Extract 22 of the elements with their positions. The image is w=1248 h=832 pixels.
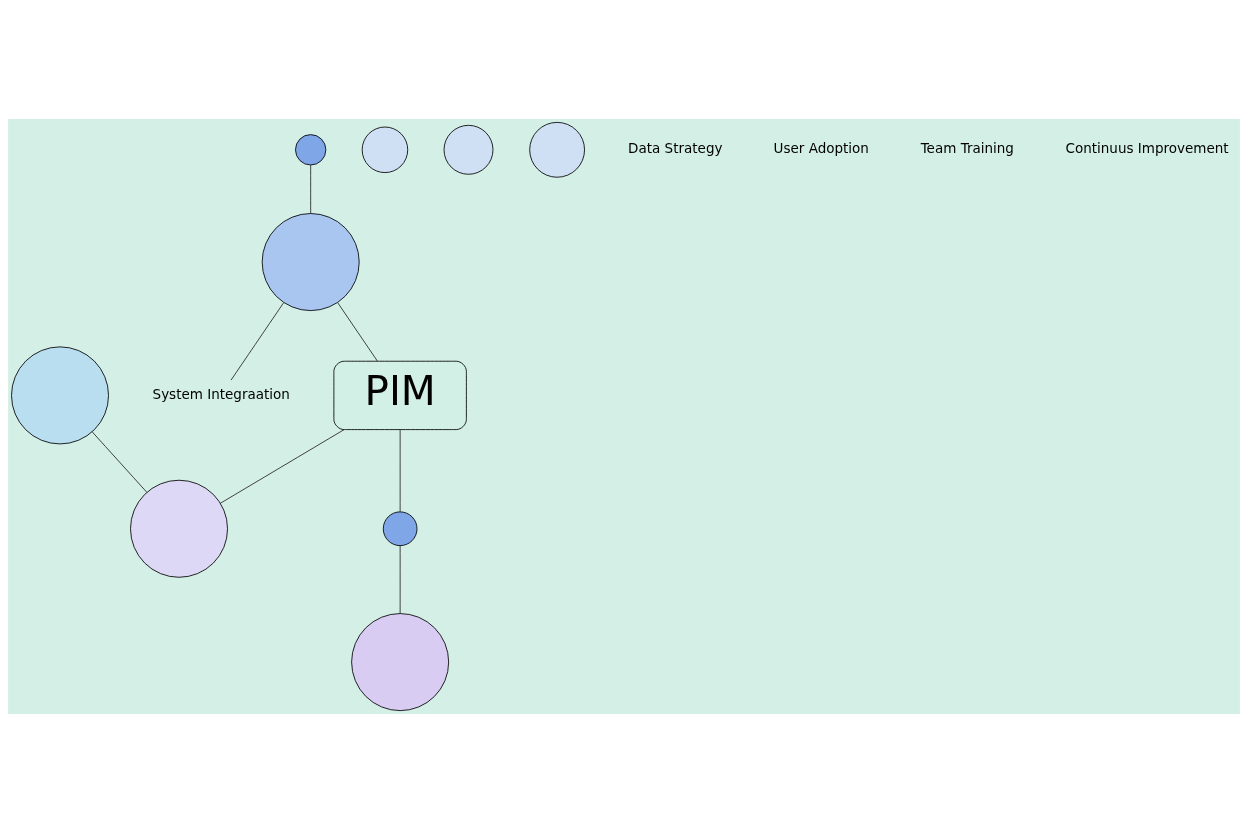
- label: User Adoption: [773, 139, 869, 156]
- node-circle: [351, 612, 450, 711]
- connector: [219, 428, 345, 504]
- connector: [399, 428, 401, 512]
- node-circle: [443, 124, 494, 175]
- node-text: System Integraation: [152, 385, 290, 402]
- connector: [337, 301, 378, 361]
- connector: [230, 301, 284, 381]
- node-circle: [382, 510, 418, 546]
- connector: [399, 544, 401, 614]
- label: Data Strategy: [628, 139, 723, 156]
- connector: [310, 164, 312, 214]
- connector: [91, 430, 148, 493]
- node-box: PIM: [333, 360, 467, 430]
- node-circle: [529, 121, 585, 178]
- label: Continuus Improvement: [1065, 139, 1229, 156]
- node-circle: [11, 345, 109, 444]
- node-circle: [295, 133, 327, 165]
- node-circle: [130, 479, 228, 578]
- label: Team Training: [920, 139, 1014, 156]
- node-circle: [261, 212, 360, 311]
- node-circle: [361, 126, 409, 173]
